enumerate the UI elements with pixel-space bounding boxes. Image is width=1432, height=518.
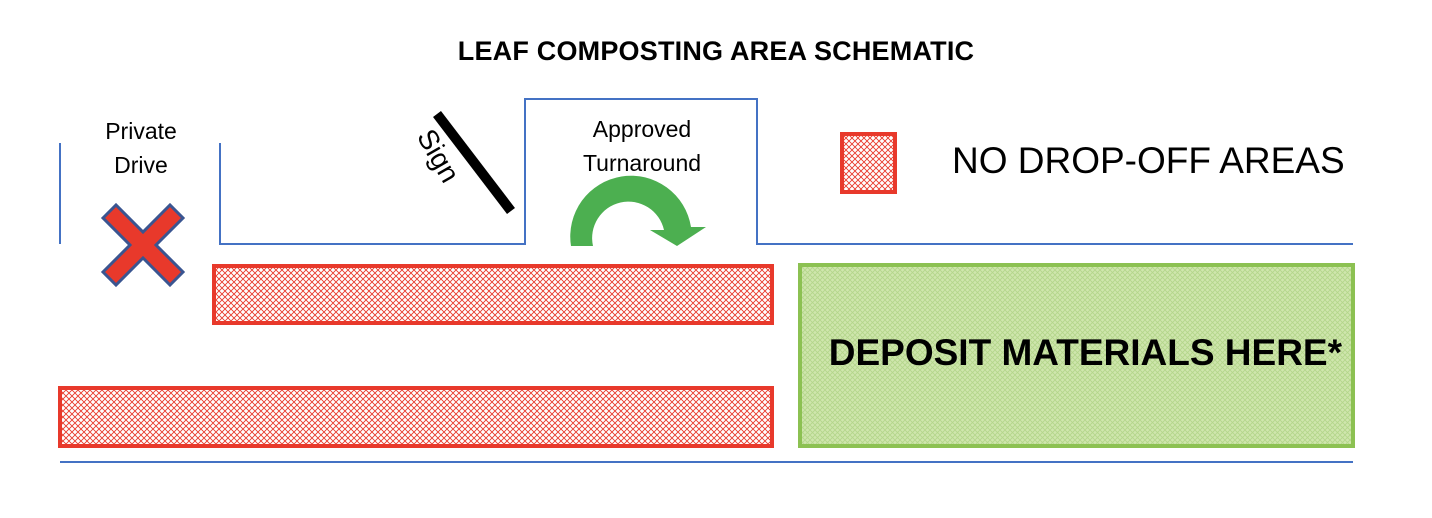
legend-label: NO DROP-OFF AREAS — [952, 140, 1345, 181]
diagram-title: LEAF COMPOSTING AREA SCHEMATIC — [457, 36, 975, 66]
no-entry-cross-icon — [100, 202, 186, 288]
legend-no-dropoff-swatch — [840, 132, 897, 194]
private-drive-label: Private Drive — [62, 114, 220, 182]
no-dropoff-area-upper — [212, 264, 774, 325]
no-dropoff-area-lower — [58, 386, 774, 448]
turnaround-arrow-icon — [570, 175, 706, 246]
deposit-label: DEPOSIT MATERIALS HERE* — [828, 332, 1342, 373]
turnaround-label: Approved Turnaround — [526, 112, 758, 180]
turnaround-line1: Approved — [592, 116, 692, 142]
deposit-label-wrap: DEPOSIT MATERIALS HERE* — [800, 332, 1354, 374]
deposit-zone — [798, 263, 1355, 448]
turnaround-line2: Turnaround — [582, 150, 702, 176]
boundary-outline-main — [219, 98, 1353, 245]
sign-post-icon — [433, 110, 515, 215]
private-drive-line1: Private — [105, 118, 177, 144]
private-drive-line2: Drive — [114, 152, 168, 178]
